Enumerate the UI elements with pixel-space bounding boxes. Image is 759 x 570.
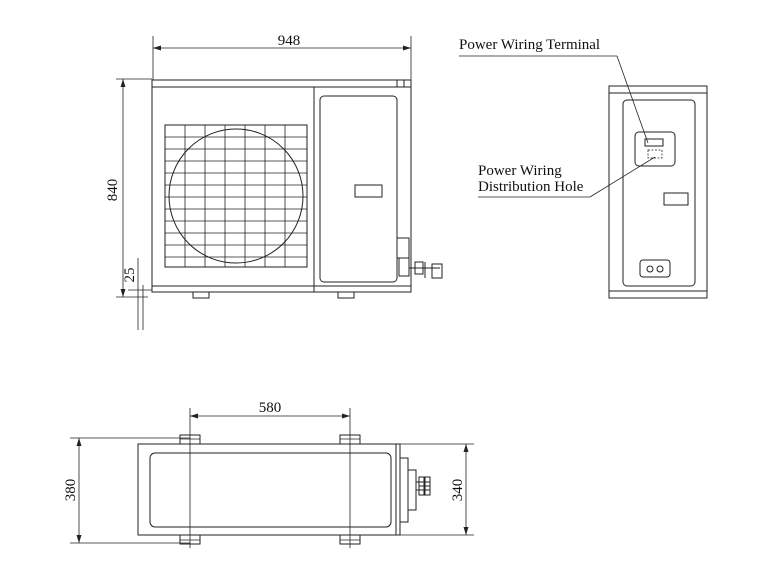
callout-power-wiring-terminal: Power Wiring Terminal [459,37,600,53]
mount-spacing-dimension-label: 580 [259,400,282,416]
width-dimension-label: 948 [278,33,301,49]
depth-dimension-label: 380 [63,479,79,502]
top-view: 580 380 340 [63,400,474,548]
front-view: 948 840 25 [105,33,443,330]
inner-depth-dimension-label: 340 [450,479,466,502]
callout-hole-line-2: Distribution Hole [478,179,584,195]
base-dimension-label: 25 [122,268,138,283]
height-dimension-label: 840 [105,179,121,202]
side-view: Power Wiring Terminal Power Wiring Distr… [459,37,708,299]
callout-hole-line-1: Power Wiring [478,163,562,179]
